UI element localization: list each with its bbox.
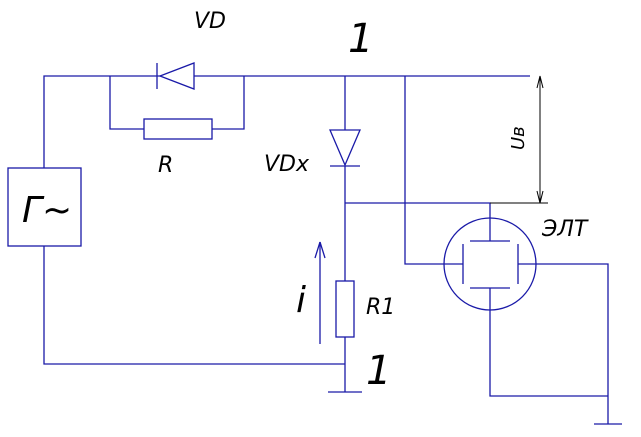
label-node-bottom: 1 bbox=[366, 348, 391, 394]
resistor-r1 bbox=[335, 280, 355, 338]
resistor-r bbox=[143, 118, 213, 140]
label-vd: VD bbox=[194, 9, 226, 34]
wire-node-crt-top bbox=[345, 202, 491, 241]
diode-vd-triangle bbox=[158, 62, 195, 90]
label-vdx: VDx bbox=[264, 152, 310, 177]
label-current: i bbox=[296, 280, 306, 321]
current-arrow-head-left bbox=[314, 241, 321, 259]
current-arrow-head-right bbox=[319, 241, 326, 259]
label-node-top: 1 bbox=[348, 16, 373, 62]
wires bbox=[43, 75, 609, 424]
crt-tube bbox=[443, 217, 537, 311]
label-ub: Uв bbox=[508, 126, 529, 150]
label-crt: ЭЛТ bbox=[541, 217, 589, 242]
current-arrow bbox=[314, 241, 326, 344]
dimension-arrow-top bbox=[536, 75, 544, 89]
wire-crt-right-ground bbox=[518, 263, 609, 396]
voltage-dimension bbox=[490, 75, 548, 204]
generator-box bbox=[7, 167, 82, 247]
label-resistor-r: R bbox=[158, 153, 173, 178]
wire-left-bottom bbox=[43, 246, 345, 365]
diode-vd bbox=[156, 62, 195, 90]
diode-vdx-triangle bbox=[329, 129, 361, 167]
wire-r-right bbox=[212, 76, 245, 130]
wire-r-left bbox=[109, 76, 144, 130]
wire-top-rail bbox=[43, 75, 530, 168]
label-generator: Г~ bbox=[22, 190, 72, 231]
label-resistor-r1: R1 bbox=[366, 295, 395, 320]
wire-crt-bottom-ground bbox=[489, 288, 608, 397]
crt-envelope bbox=[443, 217, 537, 311]
dimension-arrow-bottom bbox=[536, 190, 544, 204]
diode-vdx bbox=[329, 129, 361, 167]
